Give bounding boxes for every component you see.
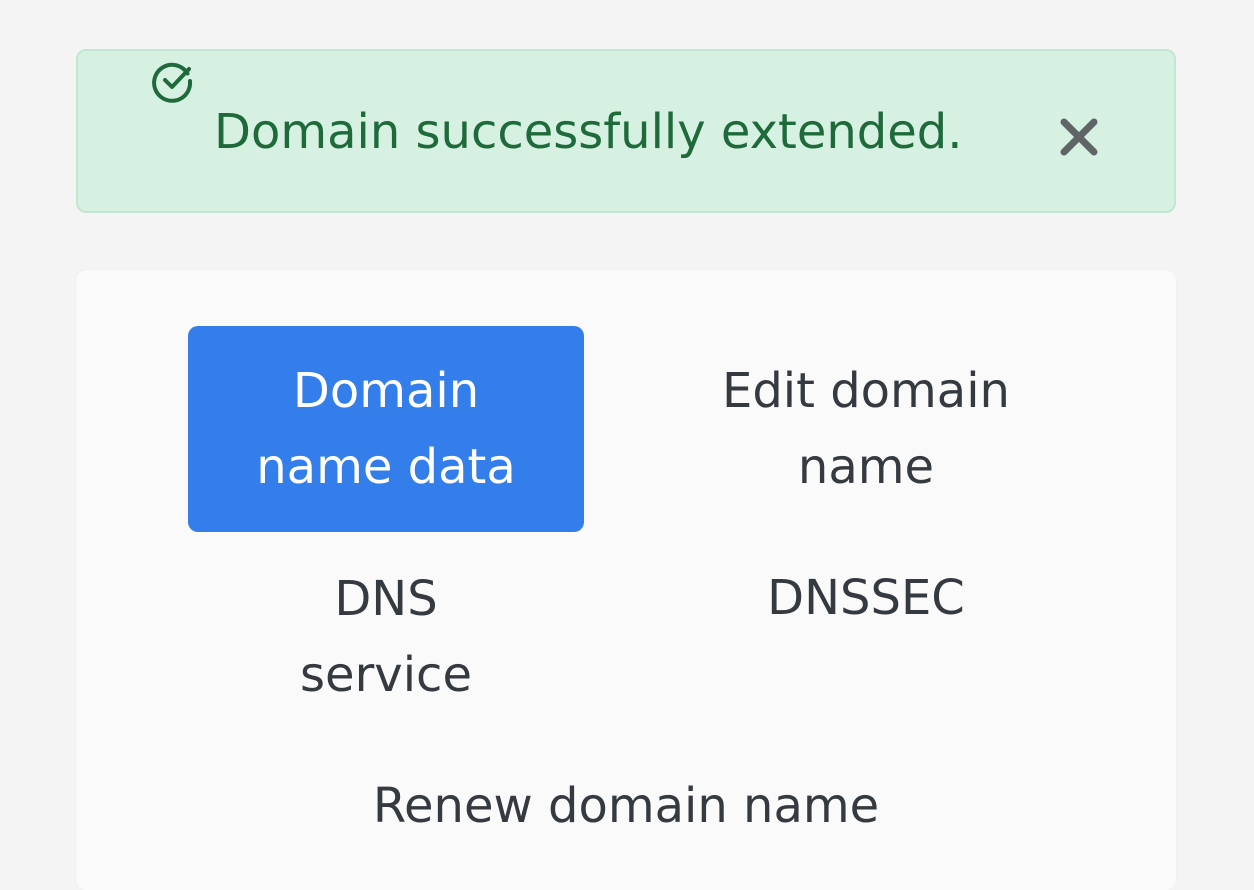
nav-item-renew-domain-name[interactable]: Renew domain name [188,768,1064,844]
nav-item-label: DNSSEC [767,570,965,626]
check-circle-icon [150,58,196,104]
close-icon[interactable] [1057,115,1101,159]
alert-message: Domain successfully extended. [214,104,963,160]
close-alert-button[interactable] [1057,115,1101,159]
success-alert [76,49,1176,213]
nav-item-dnssec[interactable]: DNSSEC [668,560,1064,636]
nav-item-label: Renew domain name [372,778,880,834]
